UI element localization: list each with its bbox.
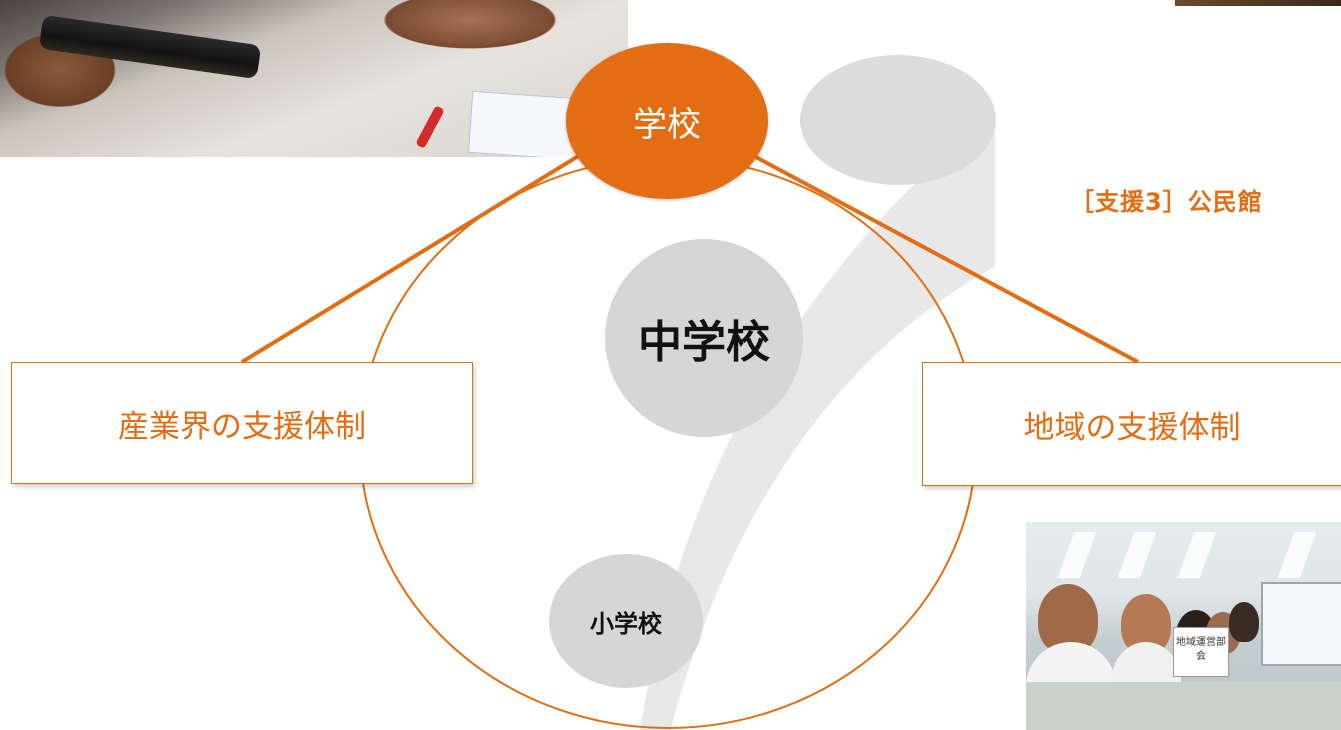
middle-school-node: 中学校 <box>605 239 803 437</box>
name-sign: 地域運営部会 <box>1173 627 1229 677</box>
connector-community <box>751 153 1139 364</box>
connector-industry <box>240 150 587 364</box>
support-3-heading: ［支援3］公民館 <box>1070 188 1263 216</box>
meeting-table-photo <box>0 0 628 157</box>
school-node: 学校 <box>566 43 768 199</box>
top-partial-circle <box>800 55 996 185</box>
industry-support-box: 産業界の支援体制 <box>11 362 473 484</box>
person <box>1229 602 1259 642</box>
arc-highlight <box>670 266 996 730</box>
top-right-photo-edge <box>1175 0 1341 6</box>
elementary-school-node: 小学校 <box>549 554 703 688</box>
meeting-table <box>1026 682 1341 730</box>
community-support-box: 地域の支援体制 <box>922 362 1341 486</box>
whiteboard <box>1261 582 1341 666</box>
group-meeting-photo: 地域運営部会 <box>1026 522 1341 730</box>
